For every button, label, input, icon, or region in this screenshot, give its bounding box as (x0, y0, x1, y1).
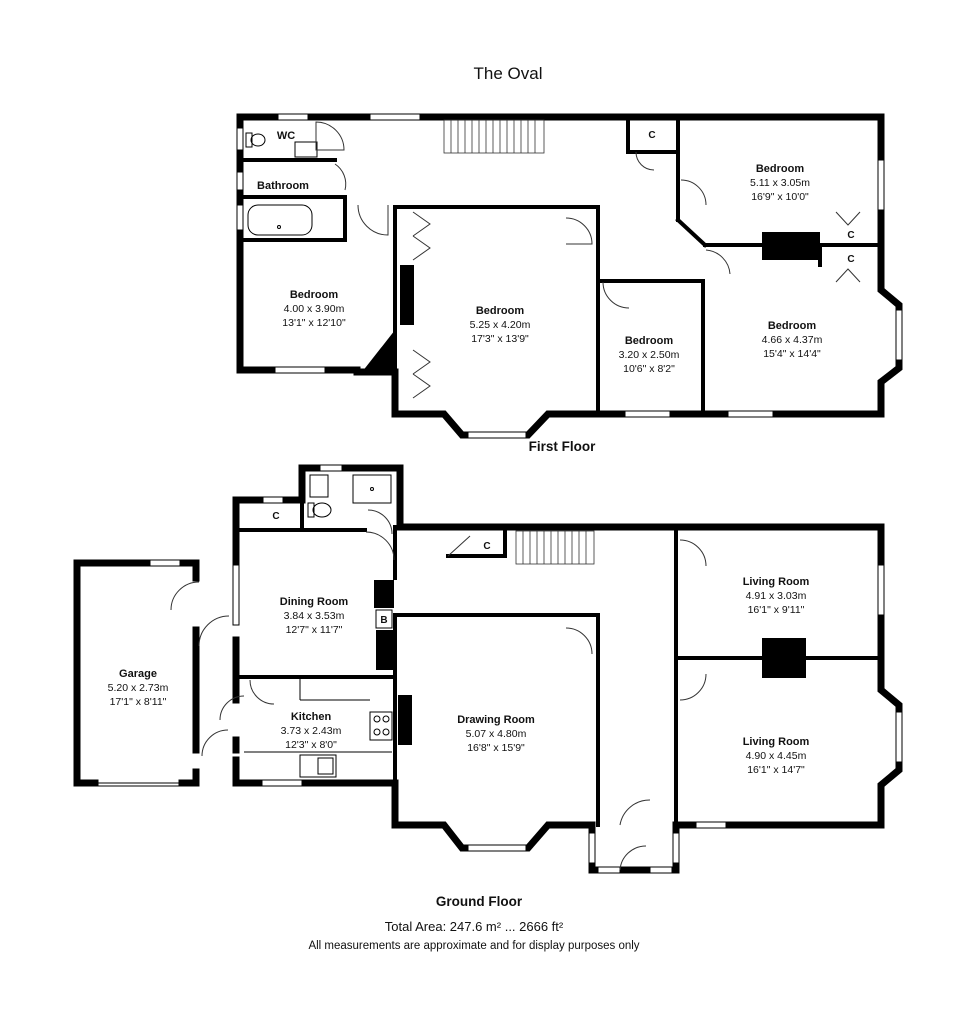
svg-text:16'1" x 14'7": 16'1" x 14'7" (747, 764, 805, 776)
floor-label-ground: Ground Floor (436, 894, 523, 909)
svg-text:Living Room: Living Room (743, 736, 810, 748)
cupboard-label: C (648, 130, 655, 141)
garage-wall (73, 559, 200, 787)
gf-interior-walls (234, 498, 883, 827)
room-label-ff-bedroom-e: Bedroom 4.66 x 4.37m 15'4" x 14'4" (762, 320, 823, 360)
cupboard-label: C (847, 254, 854, 265)
svg-text:5.07 x 4.80m: 5.07 x 4.80m (466, 728, 527, 740)
svg-text:4.90 x 4.45m: 4.90 x 4.45m (746, 750, 807, 762)
svg-text:4.00 x 3.90m: 4.00 x 3.90m (284, 303, 345, 315)
svg-text:17'3" x 13'9": 17'3" x 13'9" (471, 333, 529, 345)
chimney-breast (400, 265, 414, 325)
room-label-gf-kitchen: Kitchen 3.73 x 2.43m 12'3" x 8'0" (281, 711, 342, 751)
boiler-box (375, 609, 393, 629)
room-label-gf-living-b: Living Room 4.90 x 4.45m 16'1" x 14'7" (743, 736, 810, 776)
chimney-breast (762, 638, 806, 678)
svg-text:13'1" x 12'10": 13'1" x 12'10" (282, 317, 346, 329)
svg-text:5.25 x 4.20m: 5.25 x 4.20m (470, 319, 531, 331)
svg-text:3.84 x 3.53m: 3.84 x 3.53m (284, 610, 345, 622)
svg-text:15'4" x 14'4": 15'4" x 14'4" (763, 348, 821, 360)
svg-text:3.73 x 2.43m: 3.73 x 2.43m (281, 725, 342, 737)
chimney-breast (398, 695, 412, 745)
ff-staircase (443, 119, 545, 154)
svg-text:16'1" x 9'11": 16'1" x 9'11" (748, 604, 805, 616)
first-floor: C C C WC Bathroom Bedroom 4.00 x 3.90m 1… (236, 113, 903, 454)
room-label-gf-living-a: Living Room 4.91 x 3.03m 16'1" x 9'11" (743, 576, 810, 616)
ff-doors (315, 121, 861, 399)
svg-text:10'6" x 8'2": 10'6" x 8'2" (623, 363, 675, 375)
room-label-ff-bedroom-b: Bedroom 5.25 x 4.20m 17'3" x 13'9" (470, 305, 531, 345)
svg-text:Bedroom: Bedroom (290, 289, 339, 301)
ff-outer-wall (236, 113, 903, 439)
floor-label-first: First Floor (529, 439, 596, 454)
svg-text:Kitchen: Kitchen (291, 711, 332, 723)
svg-text:12'3" x 8'0": 12'3" x 8'0" (285, 739, 337, 751)
svg-text:16'9" x 10'0": 16'9" x 10'0" (751, 191, 809, 203)
svg-text:Living Room: Living Room (743, 576, 810, 588)
boiler-unit (374, 580, 394, 608)
gf-outer-wall (232, 464, 903, 874)
room-label-ff-bedroom-a: Bedroom 4.00 x 3.90m 13'1" x 12'10" (282, 289, 346, 329)
room-label-ff-bathroom: Bathroom (257, 180, 309, 192)
svg-text:Bedroom: Bedroom (768, 320, 817, 332)
disclaimer: All measurements are approximate and for… (308, 940, 639, 952)
svg-text:Bedroom: Bedroom (756, 163, 805, 175)
svg-text:12'7" x 11'7": 12'7" x 11'7" (286, 624, 343, 636)
gf-staircase (515, 530, 595, 565)
gf-fixtures (244, 474, 393, 778)
svg-text:Bathroom: Bathroom (257, 180, 309, 192)
svg-text:17'1" x 8'11": 17'1" x 8'11" (110, 696, 167, 708)
room-label-ff-bedroom-d: Bedroom 5.11 x 3.05m 16'9" x 10'0" (750, 163, 810, 203)
room-label-ff-bedroom-c: Bedroom 3.20 x 2.50m 10'6" x 8'2" (619, 335, 680, 375)
room-label-gf-garage: Garage 5.20 x 2.73m 17'1" x 8'11" (108, 668, 169, 708)
svg-text:Bedroom: Bedroom (625, 335, 674, 347)
chimney-breast (362, 330, 395, 372)
garage-wall (178, 768, 200, 787)
cupboard-label: C (847, 230, 854, 241)
chimney-breast (376, 630, 394, 670)
cupboard-label: C (483, 541, 490, 552)
svg-text:4.91 x 3.03m: 4.91 x 3.03m (746, 590, 807, 602)
svg-text:WC: WC (277, 130, 295, 142)
svg-text:16'8" x 15'9": 16'8" x 15'9" (467, 742, 525, 754)
svg-text:Bedroom: Bedroom (476, 305, 525, 317)
svg-text:Dining Room: Dining Room (280, 596, 349, 608)
svg-text:5.11 x 3.05m: 5.11 x 3.05m (750, 177, 810, 189)
plan-title: The Oval (474, 64, 543, 83)
svg-text:Garage: Garage (119, 668, 157, 680)
room-label-gf-dining: Dining Room 3.84 x 3.53m 12'7" x 11'7" (280, 596, 349, 636)
cupboard-label: C (272, 511, 279, 522)
gf-doors (170, 509, 707, 871)
svg-text:4.66 x 4.37m: 4.66 x 4.37m (762, 334, 823, 346)
chimney-breast (762, 232, 820, 260)
svg-text:Drawing Room: Drawing Room (457, 714, 535, 726)
room-label-ff-wc: WC (277, 130, 295, 142)
ground-floor: B (73, 464, 903, 909)
svg-text:5.20 x 2.73m: 5.20 x 2.73m (108, 682, 169, 694)
boiler-label: B (380, 615, 387, 626)
ff-windows (236, 113, 903, 439)
total-area: Total Area: 247.6 m² ... 2666 ft² (385, 919, 564, 934)
room-label-gf-drawing: Drawing Room 5.07 x 4.80m 16'8" x 15'9" (457, 714, 535, 754)
svg-text:3.20 x 2.50m: 3.20 x 2.50m (619, 349, 680, 361)
